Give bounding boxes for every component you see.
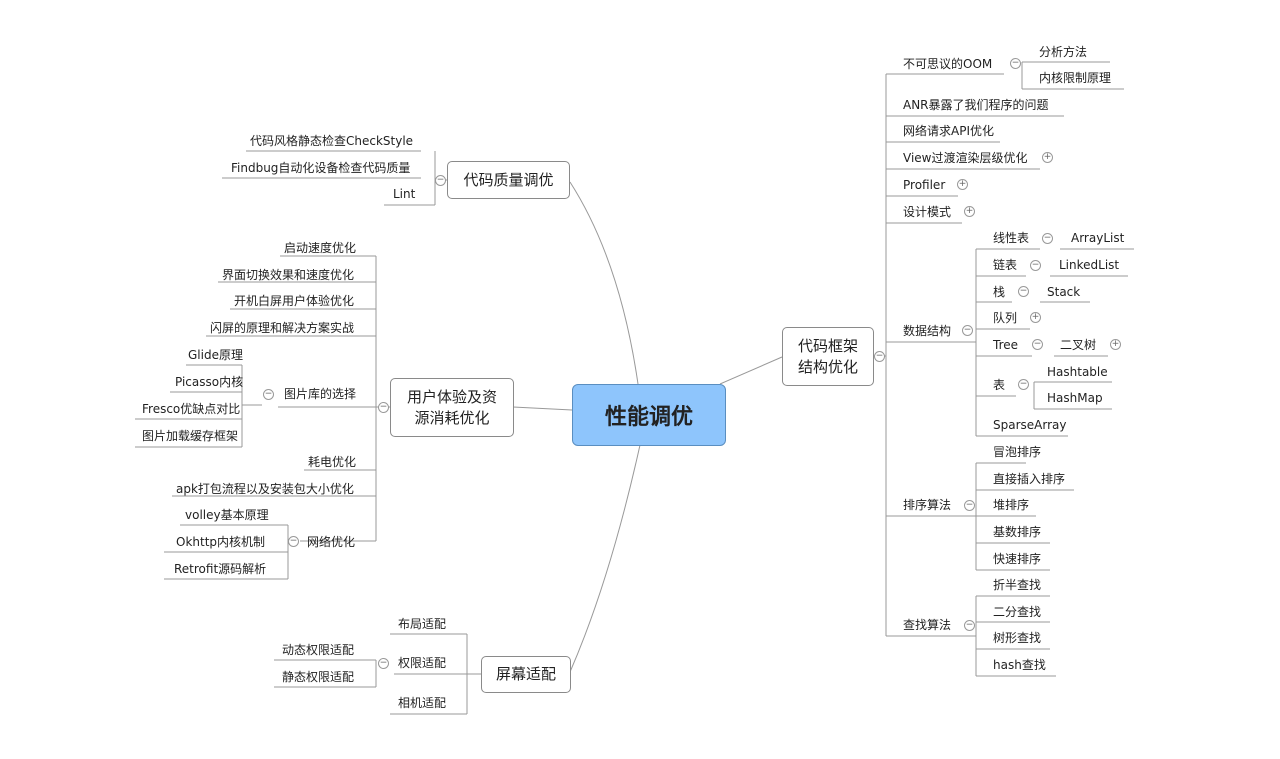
leaf-bubble-sort[interactable]: 冒泡排序 [993, 445, 1042, 459]
leaf-camera-adapt[interactable]: 相机适配 [398, 696, 447, 710]
leaf-quick-sort[interactable]: 快速排序 [993, 552, 1042, 566]
collapse-toggle-icon[interactable]: − [874, 351, 885, 362]
leaf-stack-cn[interactable]: 栈 [993, 285, 1006, 299]
leaf-power[interactable]: 耗电优化 [308, 455, 357, 469]
leaf-lint[interactable]: Lint [393, 187, 416, 201]
branch-line-1: 用户体验及资 [406, 387, 497, 406]
collapse-toggle-icon[interactable]: − [1032, 339, 1043, 350]
leaf-radix-sort[interactable]: 基数排序 [993, 525, 1042, 539]
collapse-toggle-icon[interactable]: − [964, 620, 975, 631]
root-node[interactable]: 性能调优 [572, 384, 726, 446]
collapse-toggle-icon[interactable]: − [378, 402, 389, 413]
expand-toggle-icon[interactable]: + [964, 206, 975, 217]
leaf-hash-search[interactable]: hash查找 [993, 658, 1046, 672]
branch-user-experience[interactable]: 用户体验及资 源消耗优化 [390, 378, 514, 437]
leaf-insertion-sort[interactable]: 直接插入排序 [993, 472, 1066, 486]
leaf-dynamic-permission[interactable]: 动态权限适配 [282, 643, 355, 657]
expand-toggle-icon[interactable]: + [1030, 312, 1041, 323]
leaf-table[interactable]: 表 [993, 378, 1006, 392]
leaf-kernel-limit[interactable]: 内核限制原理 [1039, 71, 1112, 85]
leaf-heap-sort[interactable]: 堆排序 [993, 498, 1030, 512]
leaf-splash[interactable]: 开机白屏用户体验优化 [234, 294, 355, 308]
leaf-view-render[interactable]: View过渡渲染层级优化 [903, 151, 1028, 165]
leaf-image-cache[interactable]: 图片加载缓存框架 [142, 429, 239, 443]
collapse-toggle-icon[interactable]: − [964, 500, 975, 511]
leaf-sort-algorithm[interactable]: 排序算法 [903, 498, 952, 512]
leaf-oom[interactable]: 不可思议的OOM [903, 57, 993, 71]
leaf-permission-adapt[interactable]: 权限适配 [398, 656, 447, 670]
leaf-net-api[interactable]: 网络请求API优化 [903, 124, 994, 138]
collapse-toggle-icon[interactable]: − [962, 325, 973, 336]
leaf-switch[interactable]: 界面切换效果和速度优化 [222, 268, 355, 282]
collapse-toggle-icon[interactable]: − [435, 175, 446, 186]
leaf-design-pattern[interactable]: 设计模式 [903, 205, 952, 219]
leaf-binary-search[interactable]: 二分查找 [993, 605, 1042, 619]
leaf-hashmap[interactable]: HashMap [1047, 391, 1103, 405]
leaf-checkstyle[interactable]: 代码风格静态检查CheckStyle [250, 134, 414, 148]
leaf-analysis-method[interactable]: 分析方法 [1039, 45, 1088, 59]
branch-line-2: 结构优化 [797, 357, 858, 376]
leaf-stack[interactable]: Stack [1047, 285, 1081, 299]
leaf-flash[interactable]: 闪屏的原理和解决方案实战 [210, 321, 355, 335]
leaf-tree[interactable]: Tree [993, 338, 1019, 352]
leaf-glide[interactable]: Glide原理 [188, 348, 243, 362]
branch-framework[interactable]: 代码框架 结构优化 [782, 327, 874, 386]
collapse-toggle-icon[interactable]: − [1018, 379, 1029, 390]
branch-screen-adapt[interactable]: 屏幕适配 [481, 656, 571, 693]
leaf-network[interactable]: 网络优化 [307, 535, 356, 549]
leaf-hashtable[interactable]: Hashtable [1047, 365, 1108, 379]
collapse-toggle-icon[interactable]: − [263, 389, 274, 400]
leaf-volley[interactable]: volley基本原理 [185, 508, 269, 522]
leaf-linked-list[interactable]: 链表 [993, 258, 1018, 272]
leaf-half-search[interactable]: 折半查找 [993, 578, 1042, 592]
expand-toggle-icon[interactable]: + [1042, 152, 1053, 163]
leaf-anr[interactable]: ANR暴露了我们程序的问题 [903, 98, 1049, 112]
collapse-toggle-icon[interactable]: − [1042, 233, 1053, 244]
branch-code-quality[interactable]: 代码质量调优 [447, 161, 570, 199]
leaf-search-algorithm[interactable]: 查找算法 [903, 618, 952, 632]
collapse-toggle-icon[interactable]: − [1010, 58, 1021, 69]
leaf-startup[interactable]: 启动速度优化 [284, 241, 357, 255]
leaf-profiler[interactable]: Profiler [903, 178, 946, 192]
leaf-queue[interactable]: 队列 [993, 311, 1018, 325]
expand-toggle-icon[interactable]: + [957, 179, 968, 190]
leaf-tree-search[interactable]: 树形查找 [993, 631, 1042, 645]
leaf-findbug[interactable]: Findbug自动化设备检查代码质量 [231, 161, 411, 175]
leaf-retrofit[interactable]: Retrofit源码解析 [174, 562, 267, 576]
collapse-toggle-icon[interactable]: − [1018, 286, 1029, 297]
leaf-data-structure[interactable]: 数据结构 [903, 324, 952, 338]
collapse-toggle-icon[interactable]: − [288, 536, 299, 547]
leaf-image-lib[interactable]: 图片库的选择 [284, 387, 357, 401]
leaf-binary-tree[interactable]: 二叉树 [1060, 338, 1097, 352]
leaf-apk[interactable]: apk打包流程以及安装包大小优化 [176, 482, 354, 496]
branch-line-2: 源消耗优化 [414, 408, 490, 427]
leaf-picasso[interactable]: Picasso内核 [175, 375, 244, 389]
leaf-fresco[interactable]: Fresco优缺点对比 [142, 402, 241, 416]
expand-toggle-icon[interactable]: + [1110, 339, 1121, 350]
leaf-okhttp[interactable]: Okhttp内核机制 [176, 535, 266, 549]
leaf-layout-adapt[interactable]: 布局适配 [398, 617, 447, 631]
leaf-linkedlist[interactable]: LinkedList [1059, 258, 1120, 272]
leaf-linear-list[interactable]: 线性表 [993, 231, 1030, 245]
leaf-sparsearray[interactable]: SparseArray [993, 418, 1067, 432]
leaf-arraylist[interactable]: ArrayList [1071, 231, 1125, 245]
collapse-toggle-icon[interactable]: − [378, 658, 389, 669]
collapse-toggle-icon[interactable]: − [1030, 260, 1041, 271]
branch-line-1: 代码框架 [797, 336, 858, 355]
leaf-static-permission[interactable]: 静态权限适配 [282, 670, 355, 684]
